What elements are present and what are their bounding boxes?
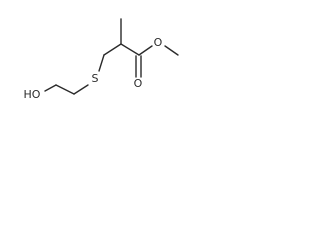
ester-oxygen-label: O xyxy=(154,36,163,49)
bond-c4-carbonyl-c xyxy=(120,43,140,56)
bond-c1-c2 xyxy=(55,84,75,95)
bond-c2-s xyxy=(73,84,89,95)
bond-ester-o-methyl xyxy=(164,45,179,56)
bond-c3-c4 xyxy=(103,43,122,56)
bond-carbonyl-c-ester-o xyxy=(138,45,153,56)
bond-s-c3 xyxy=(98,54,105,72)
structural-formula: HO S O O xyxy=(24,18,179,101)
bond-oh-c1 xyxy=(44,84,57,92)
carbonyl-oxygen-label: O xyxy=(134,77,143,90)
sulfur-label: S xyxy=(92,72,99,85)
hydroxyl-label: HO xyxy=(24,88,41,101)
